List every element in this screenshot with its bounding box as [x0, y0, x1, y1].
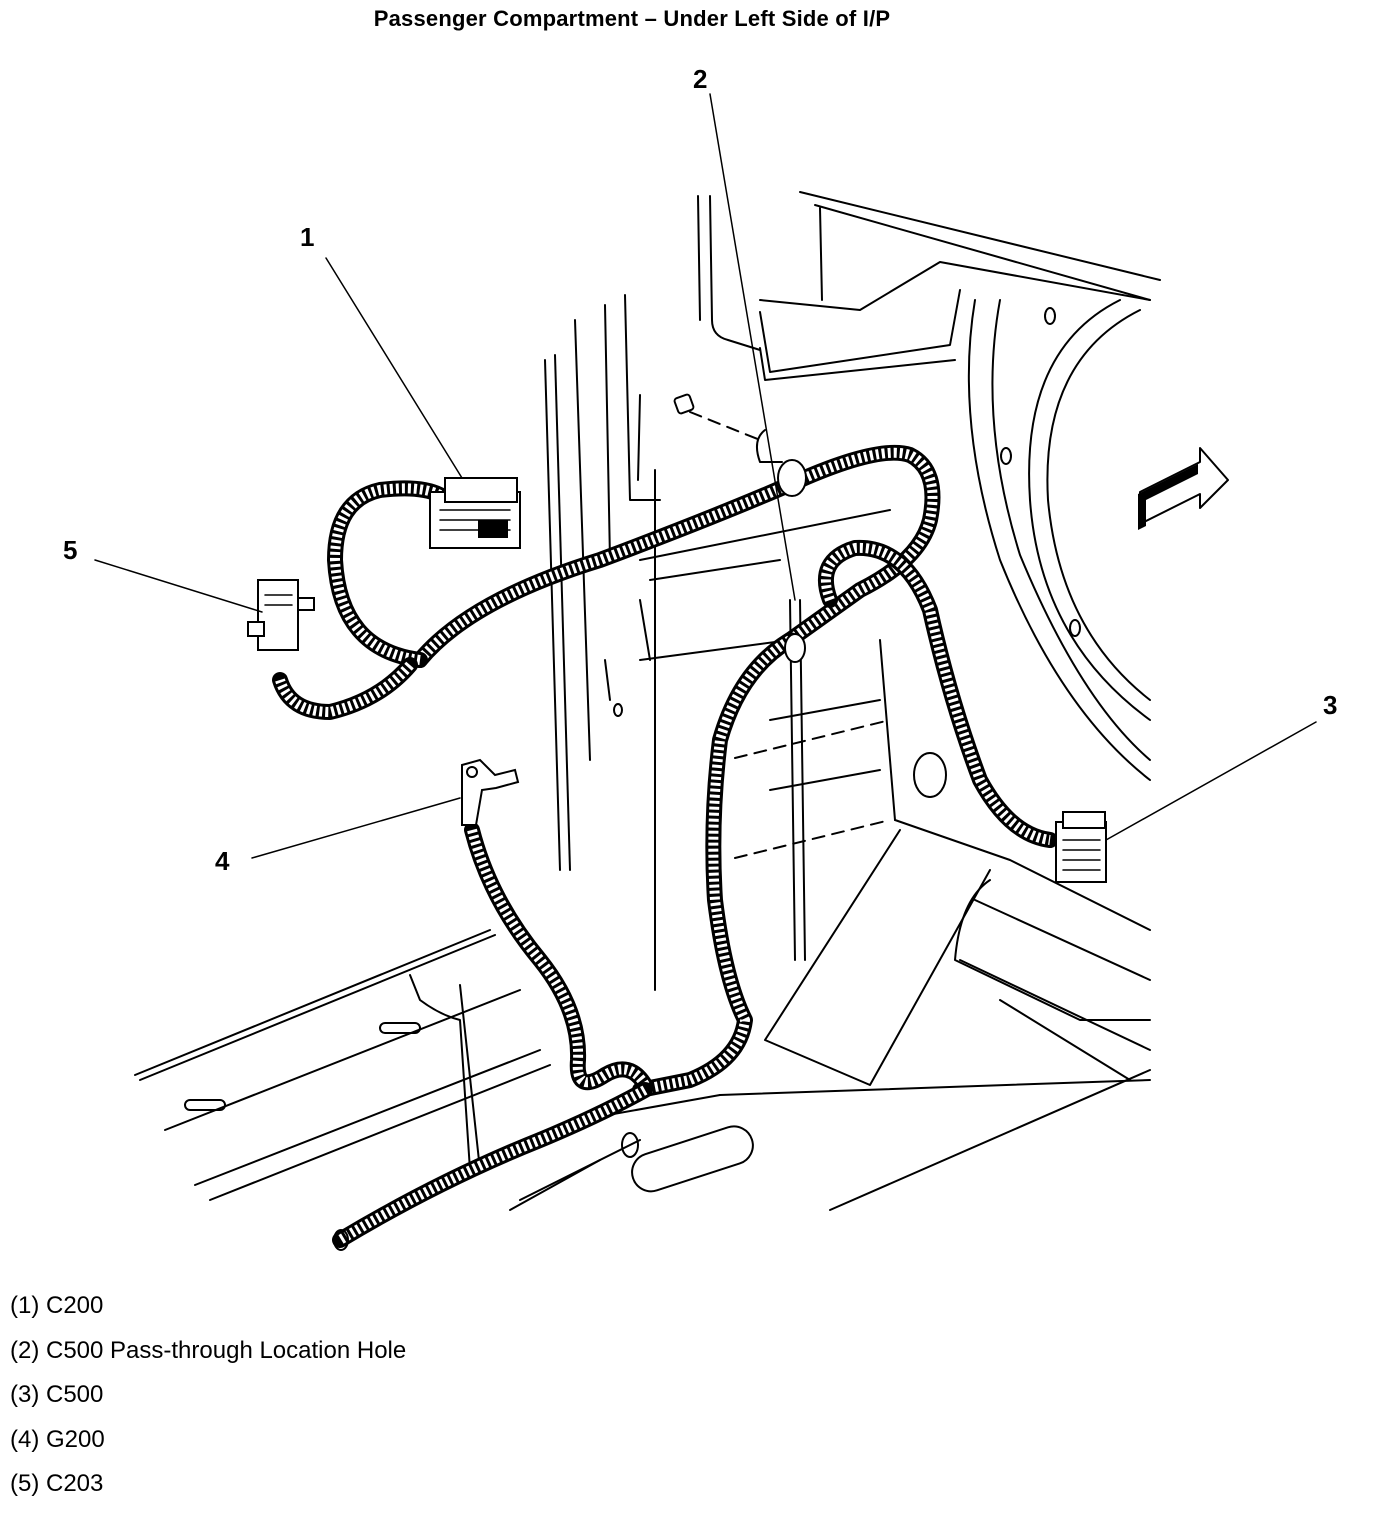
c500-connector [1055, 811, 1107, 883]
leader-line-4 [251, 797, 461, 859]
leader-lines [94, 93, 1317, 859]
callout-legend: (1) C200 (2) C500 Pass-through Location … [10, 1290, 406, 1513]
callout-numbers: 1 2 3 4 5 [63, 64, 1337, 876]
callout-3: 3 [1323, 690, 1337, 720]
g200-ground-terminal [461, 758, 520, 826]
leader-line-1 [325, 257, 463, 479]
wiring-location-diagram: 1 2 3 4 5 [63, 64, 1337, 1251]
legend-item-1: (1) C200 [10, 1292, 104, 1319]
c200-connector [429, 477, 521, 549]
leader-line-3 [1105, 721, 1317, 841]
legend-item-5: (5) C203 [10, 1470, 104, 1497]
legend-item-4: (4) G200 [10, 1425, 105, 1453]
callout-2: 2 [693, 64, 707, 94]
body-structure [134, 191, 1161, 1211]
wiring-harness [272, 444, 1058, 1251]
leader-line-5 [94, 559, 263, 613]
pass-through-grommet [673, 393, 891, 859]
callout-1: 1 [300, 222, 314, 252]
legend-item-3: (3) C500 [10, 1381, 104, 1408]
callout-5: 5 [63, 535, 77, 565]
leader-line-2 [709, 93, 796, 601]
legend-item-2: (2) C500 Pass-through Location Hole [10, 1336, 407, 1364]
diagram-title: Passenger Compartment – Under Left Side … [373, 6, 891, 31]
c203-connector [247, 579, 315, 651]
front-direction-arrow [1138, 447, 1229, 530]
callout-4: 4 [215, 846, 230, 876]
